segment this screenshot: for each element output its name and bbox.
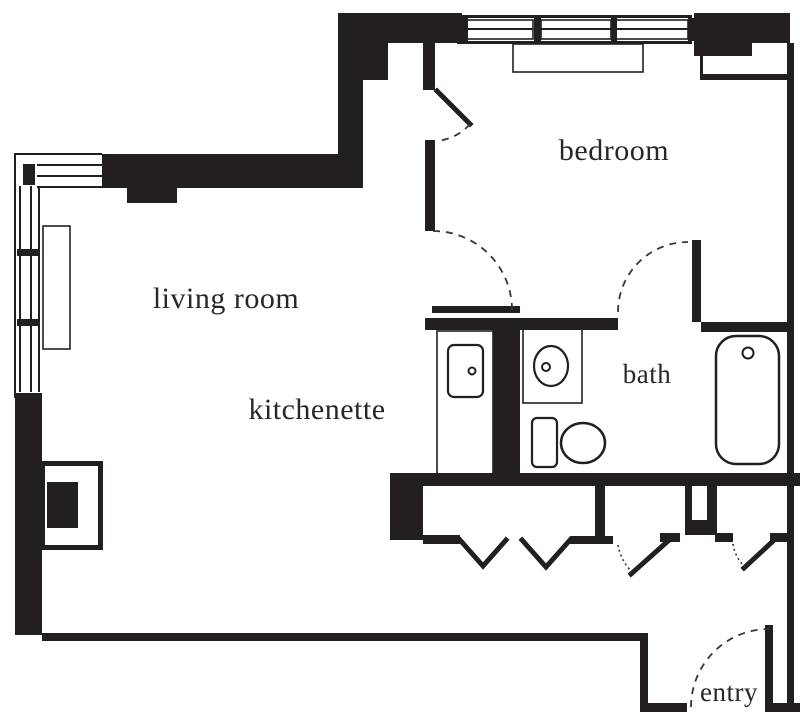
room-label-bedroom: bedroom <box>559 134 669 167</box>
bathtub <box>714 334 781 466</box>
bath-door <box>617 240 701 322</box>
fireplace <box>40 461 103 550</box>
kitchen-sink <box>446 343 485 399</box>
window-bank-top-left <box>14 153 102 188</box>
entry-door-swing-arc <box>690 628 770 708</box>
door-swing-arc <box>435 123 471 142</box>
bifold-chevron-icon <box>456 536 510 570</box>
window-bank-left <box>14 153 40 398</box>
bathroom-sink <box>532 344 570 388</box>
window-ledge <box>512 43 644 73</box>
room-label-kitchenette: kitchenette <box>248 393 385 426</box>
bedroom-door <box>433 87 474 142</box>
bedroom-entry-swing-arc <box>432 230 513 311</box>
room-label-entry: entry <box>700 677 758 707</box>
radiator <box>42 225 71 350</box>
door-swing-arc <box>732 543 746 568</box>
closet-door-right <box>732 538 776 572</box>
closet-bifold-doors <box>456 536 574 571</box>
walls <box>15 13 800 712</box>
kitchen-counter <box>436 330 494 476</box>
drain-icon <box>741 346 755 360</box>
faucet-icon <box>467 366 477 376</box>
drain-icon <box>541 362 551 372</box>
window-bank-bedroom <box>457 15 694 44</box>
closet-door-left <box>617 537 672 578</box>
door-swing-arc <box>617 544 633 573</box>
toilet <box>530 416 607 469</box>
bathroom-vanity <box>522 328 583 404</box>
bifold-chevron-icon <box>518 536 574 571</box>
door-swing-arc <box>617 241 689 313</box>
room-label-living-room: living room <box>153 282 299 315</box>
room-label-bath: bath <box>623 359 672 389</box>
